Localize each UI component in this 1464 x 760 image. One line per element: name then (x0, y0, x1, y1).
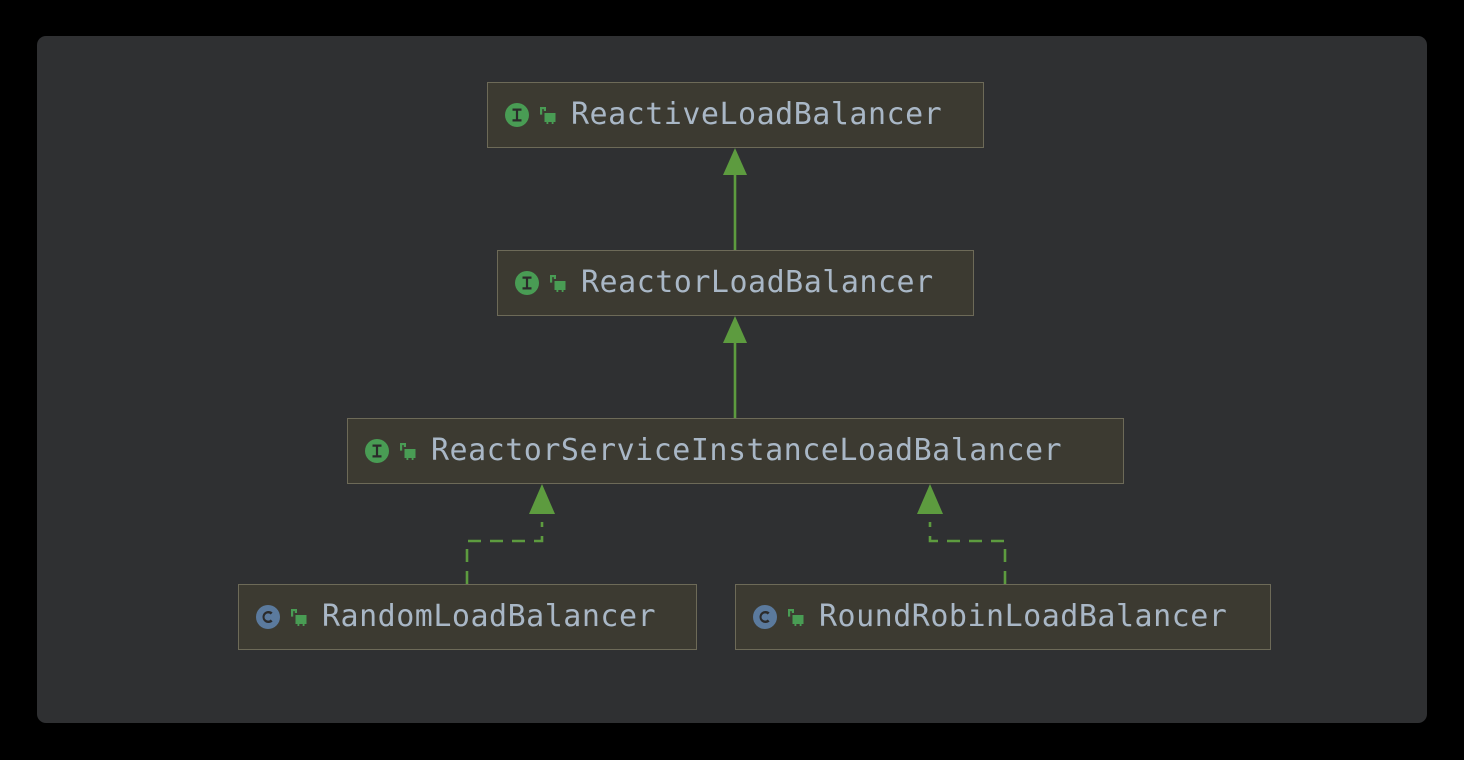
unlocked-padlock-icon (288, 606, 308, 628)
class-icon (255, 604, 281, 630)
class-node-reactive-load-balancer[interactable]: ReactiveLoadBalancer (487, 82, 984, 148)
edge-random-to-reactorsvc (465, 484, 555, 584)
interface-icon (504, 102, 530, 128)
diagram-canvas[interactable]: ReactiveLoadBalancer ReactorLoadBalancer (37, 36, 1427, 723)
class-node-label: RandomLoadBalancer (322, 599, 657, 634)
class-node-random-load-balancer[interactable]: RandomLoadBalancer (238, 584, 697, 650)
class-node-label: RoundRobinLoadBalancer (819, 599, 1228, 634)
interface-icon (364, 438, 390, 464)
unlocked-padlock-icon (537, 104, 557, 126)
edge-roundrobin-to-reactorsvc (917, 484, 1007, 584)
class-node-label: ReactorServiceInstanceLoadBalancer (431, 433, 1063, 468)
class-node-reactor-service-instance-load-balancer[interactable]: ReactorServiceInstanceLoadBalancer (347, 418, 1124, 484)
class-icon (752, 604, 778, 630)
edge-reactor-to-reactive (723, 148, 747, 250)
class-node-round-robin-load-balancer[interactable]: RoundRobinLoadBalancer (735, 584, 1271, 650)
class-node-label: ReactiveLoadBalancer (571, 97, 943, 132)
edge-reactorsvc-to-reactor (723, 316, 747, 418)
class-node-reactor-load-balancer[interactable]: ReactorLoadBalancer (497, 250, 974, 316)
unlocked-padlock-icon (397, 440, 417, 462)
unlocked-padlock-icon (785, 606, 805, 628)
unlocked-padlock-icon (547, 272, 567, 294)
interface-icon (514, 270, 540, 296)
class-node-label: ReactorLoadBalancer (581, 265, 934, 300)
